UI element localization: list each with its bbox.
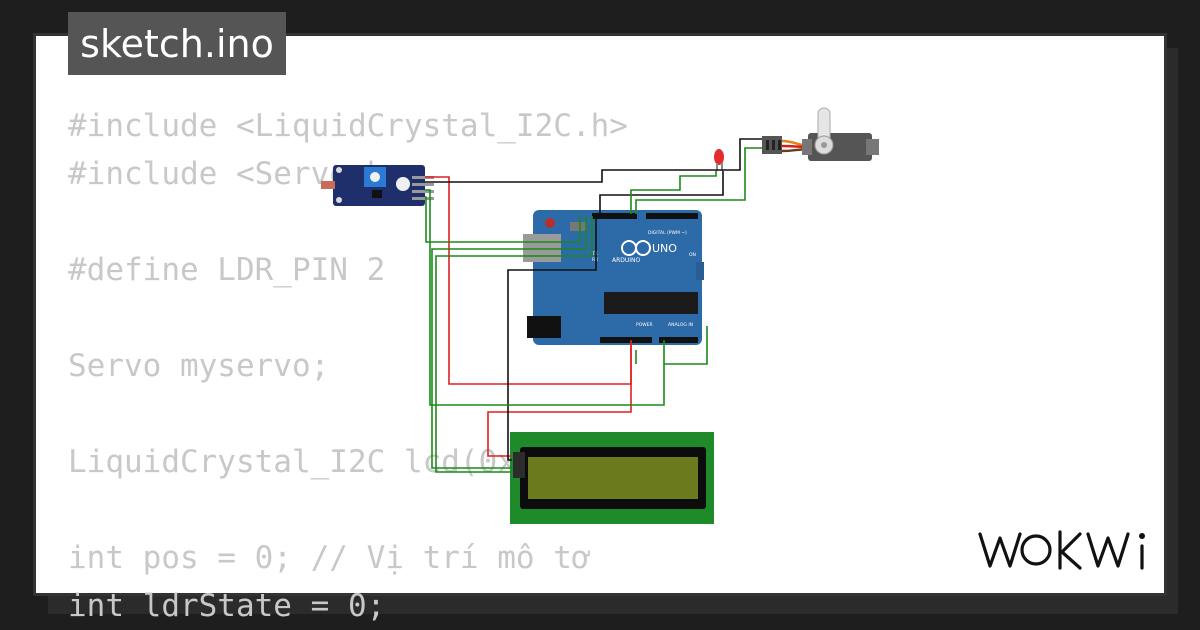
on-label: ON [689,252,696,258]
code-line: #include <LiquidCrystal_I2C.h> [68,108,628,144]
arduino-uno-board[interactable]: UNO ARDUINO DIGITAL (PWM ~) ANALOG IN PO… [523,210,704,345]
board-model-label: UNO [652,242,677,255]
ldr-sensor-module[interactable] [321,165,434,206]
black-wires [425,138,762,461]
rx-label: RX [592,257,598,263]
board-brand-label: ARDUINO [612,257,641,264]
code-line: int ldrState = 0; [68,588,386,624]
power-label: POWER [636,322,653,328]
lcd-16x2-display[interactable] [510,432,714,524]
file-title-tag: sketch.ino [68,12,286,75]
analog-label: ANALOG IN [668,322,693,328]
red-led[interactable] [714,149,724,171]
tx-label: TX [591,251,598,257]
wokwi-logo-icon [978,530,1145,570]
red-wires [425,176,632,457]
code-line: #define LDR_PIN 2 [68,252,386,288]
green-wires [425,147,762,473]
code-line: int pos = 0; // Vị trí mô tơ [68,540,591,576]
servo-motor[interactable] [762,107,879,161]
digital-label: DIGITAL (PWM ~) [648,230,687,236]
code-line: Servo myservo; [68,348,330,384]
